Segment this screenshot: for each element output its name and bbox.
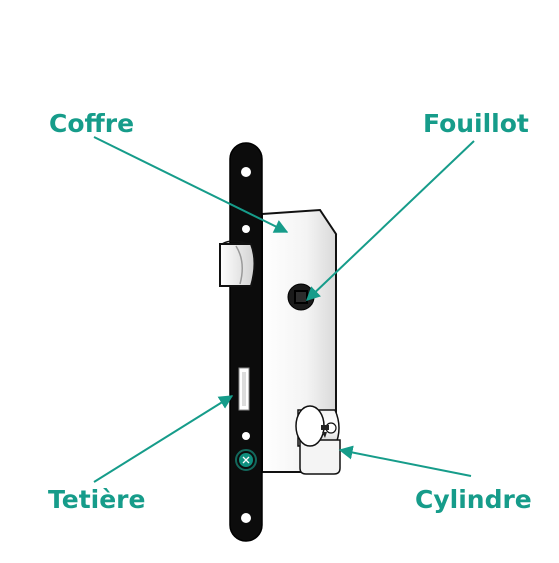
label-tetiere: Tetière — [48, 485, 145, 514]
faceplate-screw-hole-bottom — [241, 513, 251, 523]
arrow-cylindre — [338, 445, 472, 477]
annotation-arrows — [93, 136, 475, 483]
faceplate — [229, 142, 263, 542]
latch-bolt — [219, 240, 256, 287]
faceplate-screw-hole-top — [241, 167, 251, 177]
faceplate-screw-hole-lower — [242, 432, 250, 440]
label-fouillot: Fouillot — [423, 109, 529, 138]
label-cylindre: Cylindre — [415, 485, 532, 514]
faceplate-screw-hole-upper — [242, 225, 250, 233]
arrow-coffre — [93, 136, 289, 233]
label-coffre: Coffre — [49, 109, 134, 138]
cylinder — [295, 405, 341, 475]
arrow-fouillot — [305, 140, 475, 301]
arrow-tetiere — [93, 395, 234, 483]
